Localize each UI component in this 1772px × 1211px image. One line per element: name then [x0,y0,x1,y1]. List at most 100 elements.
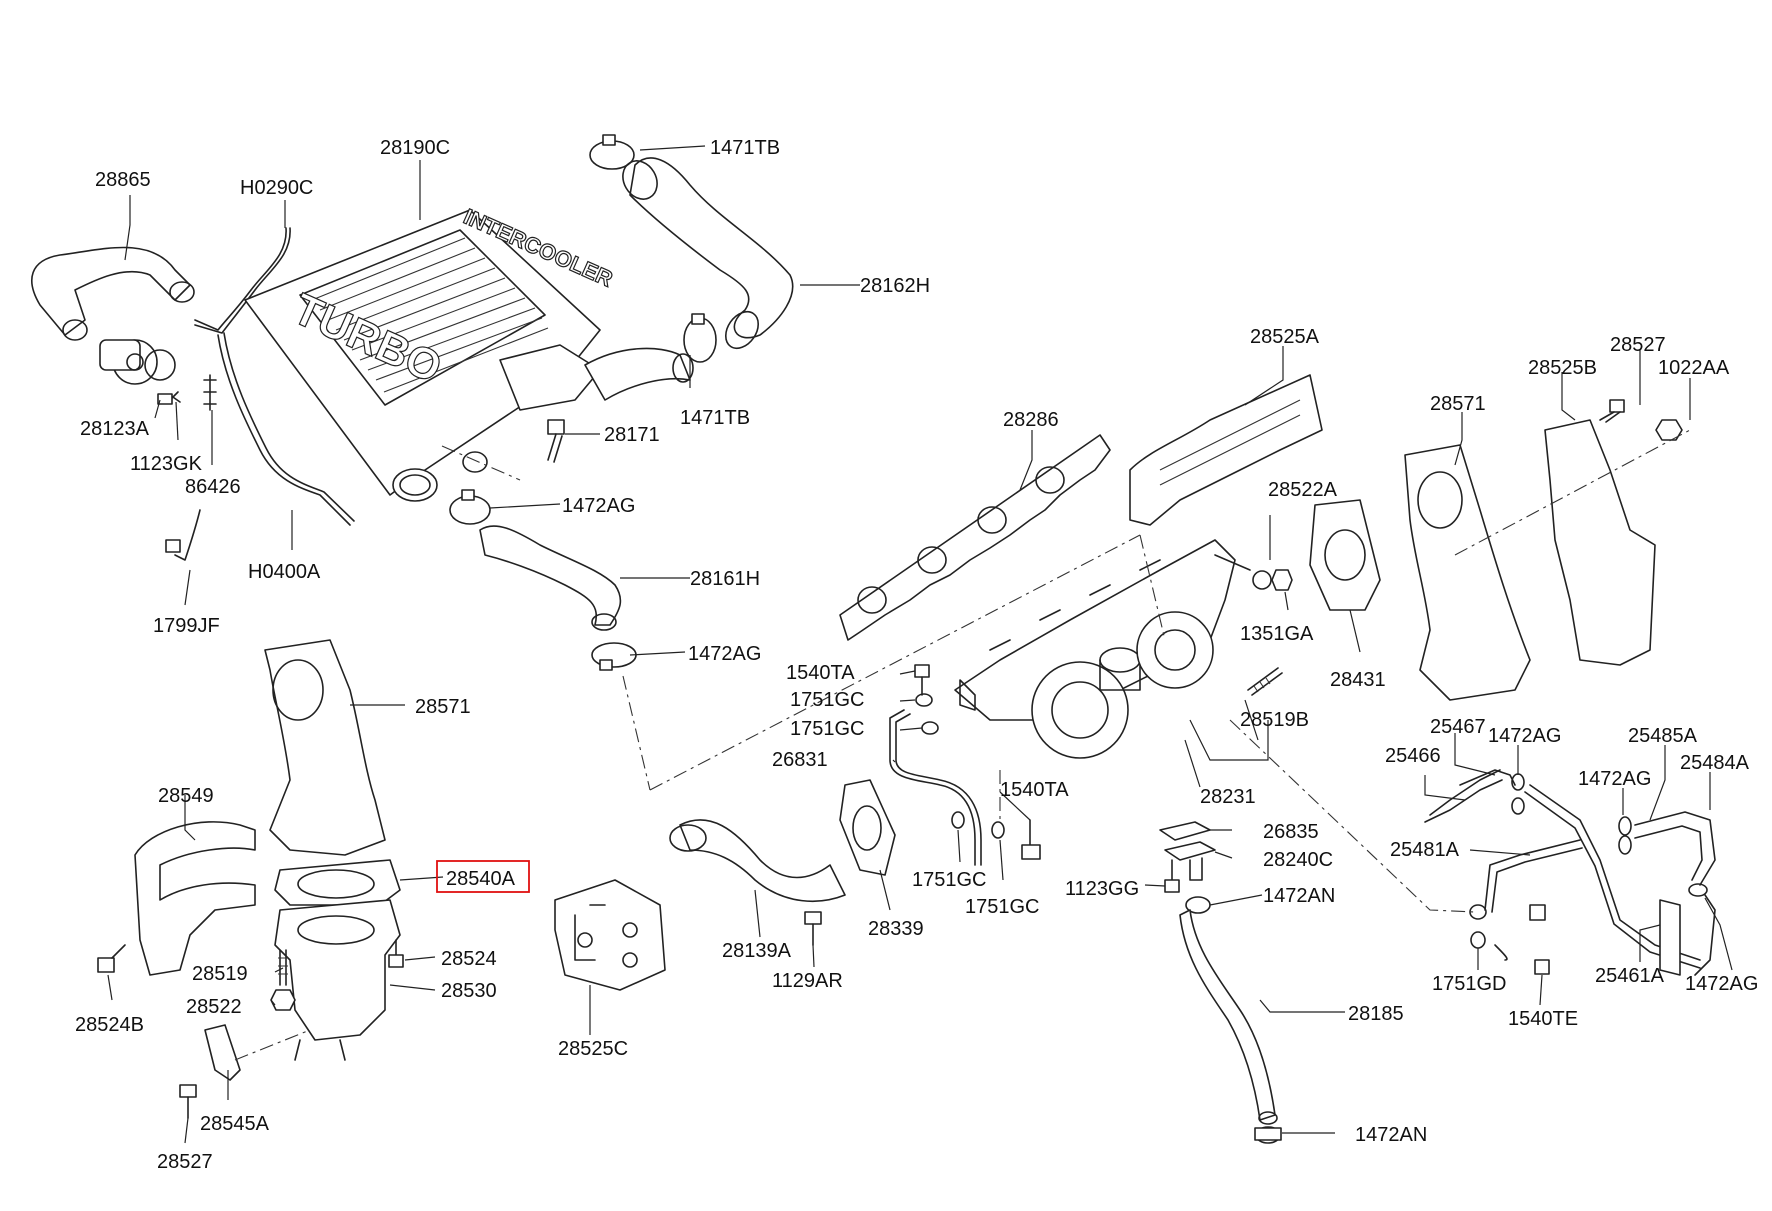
hose-H0290C[interactable] [194,227,291,334]
hose-H0400A[interactable] [217,332,355,526]
bolt-28171[interactable] [547,419,565,463]
washer-1351GA[interactable] [1252,569,1293,591]
label-28431[interactable]: 28431 [1330,669,1386,691]
pipe-25461A[interactable] [1659,899,1681,976]
bolt-28527-top[interactable] [1599,399,1625,423]
label-1751GC-a[interactable]: 1751GC [790,689,865,711]
valve-28123A[interactable] [99,339,176,385]
label-28240C[interactable]: 28240C [1263,849,1333,871]
label-28519B[interactable]: 28519B [1240,709,1309,731]
label-1129AR[interactable]: 1129AR [772,970,843,992]
nut-28522[interactable] [270,989,296,1011]
clamp-1471TB-mid[interactable] [683,313,717,363]
clamp-1472AG-e[interactable] [1688,883,1708,897]
washer-1751GC-a[interactable] [915,693,933,707]
label-1022AA[interactable]: 1022AA [1658,357,1730,379]
label-25461A[interactable]: 25461A [1595,965,1665,987]
label-28545A[interactable]: 28545A [200,1113,270,1135]
nut-1022AA[interactable] [1655,419,1683,441]
bolt-1129AR[interactable] [804,911,822,946]
oil-feed-pipe-26831[interactable] [889,709,982,866]
label-1471TB-mid[interactable]: 1471TB [680,407,750,429]
label-1751GC-b[interactable]: 1751GC [790,718,865,740]
label-1123GG[interactable]: 1123GG [1065,878,1139,900]
gasket-28431[interactable] [1309,499,1381,611]
label-28162H[interactable]: 28162H [860,275,930,297]
label-28522[interactable]: 28522 [186,996,242,1018]
label-28524B[interactable]: 28524B [75,1014,144,1036]
hose-28171-link[interactable] [584,347,694,401]
bolt-28524B[interactable] [97,944,126,973]
label-25467[interactable]: 25467 [1430,716,1486,738]
label-1472AN-b[interactable]: 1472AN [1355,1124,1427,1146]
intercooler-28190C[interactable]: INTERCOOLER TURBO [244,203,617,502]
label-1472AG-a[interactable]: 1472AG [562,495,635,517]
bolt-1123GG[interactable] [1164,859,1180,893]
gasket-28286[interactable] [839,434,1111,641]
label-1751GD[interactable]: 1751GD [1432,973,1507,995]
label-1751GC-d[interactable]: 1751GC [965,896,1040,918]
bolt-1123GK[interactable] [157,391,181,405]
pipe-28139A[interactable] [669,819,846,903]
label-1351GA[interactable]: 1351GA [1240,623,1314,645]
heat-shield-28525C[interactable] [554,879,666,991]
clamp-1472AG-d[interactable] [1618,816,1632,855]
clip-86426[interactable] [203,374,217,411]
clamp-1472AG-c[interactable] [1511,773,1525,815]
label-1123GK[interactable]: 1123GK [130,453,203,475]
stud-28522A[interactable] [1214,554,1251,571]
washer-1751GD[interactable] [1469,904,1508,961]
hose-25467[interactable] [1459,769,1516,786]
heat-shield-28549[interactable] [134,821,256,976]
label-28519[interactable]: 28519 [192,963,248,985]
label-28525A[interactable]: 28525A [1250,326,1320,348]
label-25485A[interactable]: 25485A [1628,725,1698,747]
label-1472AG-c[interactable]: 1472AG [1488,725,1561,747]
label-28161H[interactable]: 28161H [690,568,760,590]
label-1472AG-b[interactable]: 1472AG [688,643,761,665]
label-1540TA-b[interactable]: 1540TA [1000,779,1069,801]
label-28524[interactable]: 28524 [441,948,497,970]
label-28231[interactable]: 28231 [1200,786,1256,808]
bolt-1540TA-b[interactable] [1021,819,1041,860]
hose-28161H[interactable] [479,525,622,631]
gasket-28339[interactable] [839,779,896,876]
washer-1751GC-b[interactable] [921,721,939,735]
label-1471TB-top[interactable]: 1471TB [710,137,780,159]
heat-shield-28525B[interactable] [1544,419,1656,666]
clamp-1472AG-a[interactable] [449,489,491,525]
label-28525B[interactable]: 28525B [1528,357,1597,379]
hose-28185[interactable] [1179,909,1278,1125]
label-28540A[interactable]: 28540A [446,868,516,890]
clamp-1472AN-b[interactable] [1254,1126,1282,1144]
label-28527-bottom[interactable]: 28527 [157,1151,213,1173]
hose-28162H[interactable] [616,155,794,355]
label-28527-top[interactable]: 28527 [1610,334,1666,356]
label-1472AG-e[interactable]: 1472AG [1685,973,1758,995]
clamp-1471TB-top[interactable] [589,134,635,170]
label-25466[interactable]: 25466 [1385,745,1441,767]
washer-1751GC-c[interactable] [951,811,965,829]
clamp-28171-small[interactable] [462,451,488,473]
bracket-28545A[interactable] [204,1024,241,1081]
label-28571-left[interactable]: 28571 [415,696,471,718]
label-1540TA-a[interactable]: 1540TA [786,662,855,684]
label-1751GC-c[interactable]: 1751GC [912,869,987,891]
label-1540TE[interactable]: 1540TE [1508,1008,1578,1030]
label-28549[interactable]: 28549 [158,785,214,807]
gasket-26835[interactable] [1159,821,1211,841]
elbow-28571-right[interactable] [1404,444,1531,701]
sensor-1799JF[interactable] [165,509,201,561]
label-28522A[interactable]: 28522A [1268,479,1338,501]
label-H0400A[interactable]: H0400A [248,561,321,583]
label-28190C[interactable]: 28190C [380,137,450,159]
label-28139A[interactable]: 28139A [722,940,792,962]
label-1472AN-a[interactable]: 1472AN [1263,885,1335,907]
label-28171[interactable]: 28171 [604,424,660,446]
elbow-28571-left[interactable] [264,639,386,856]
label-28530[interactable]: 28530 [441,980,497,1002]
hose-28865[interactable] [31,246,195,341]
flange-28240C[interactable] [1164,841,1216,881]
label-1799JF[interactable]: 1799JF [153,615,220,637]
hose-25485A[interactable] [1634,811,1716,886]
